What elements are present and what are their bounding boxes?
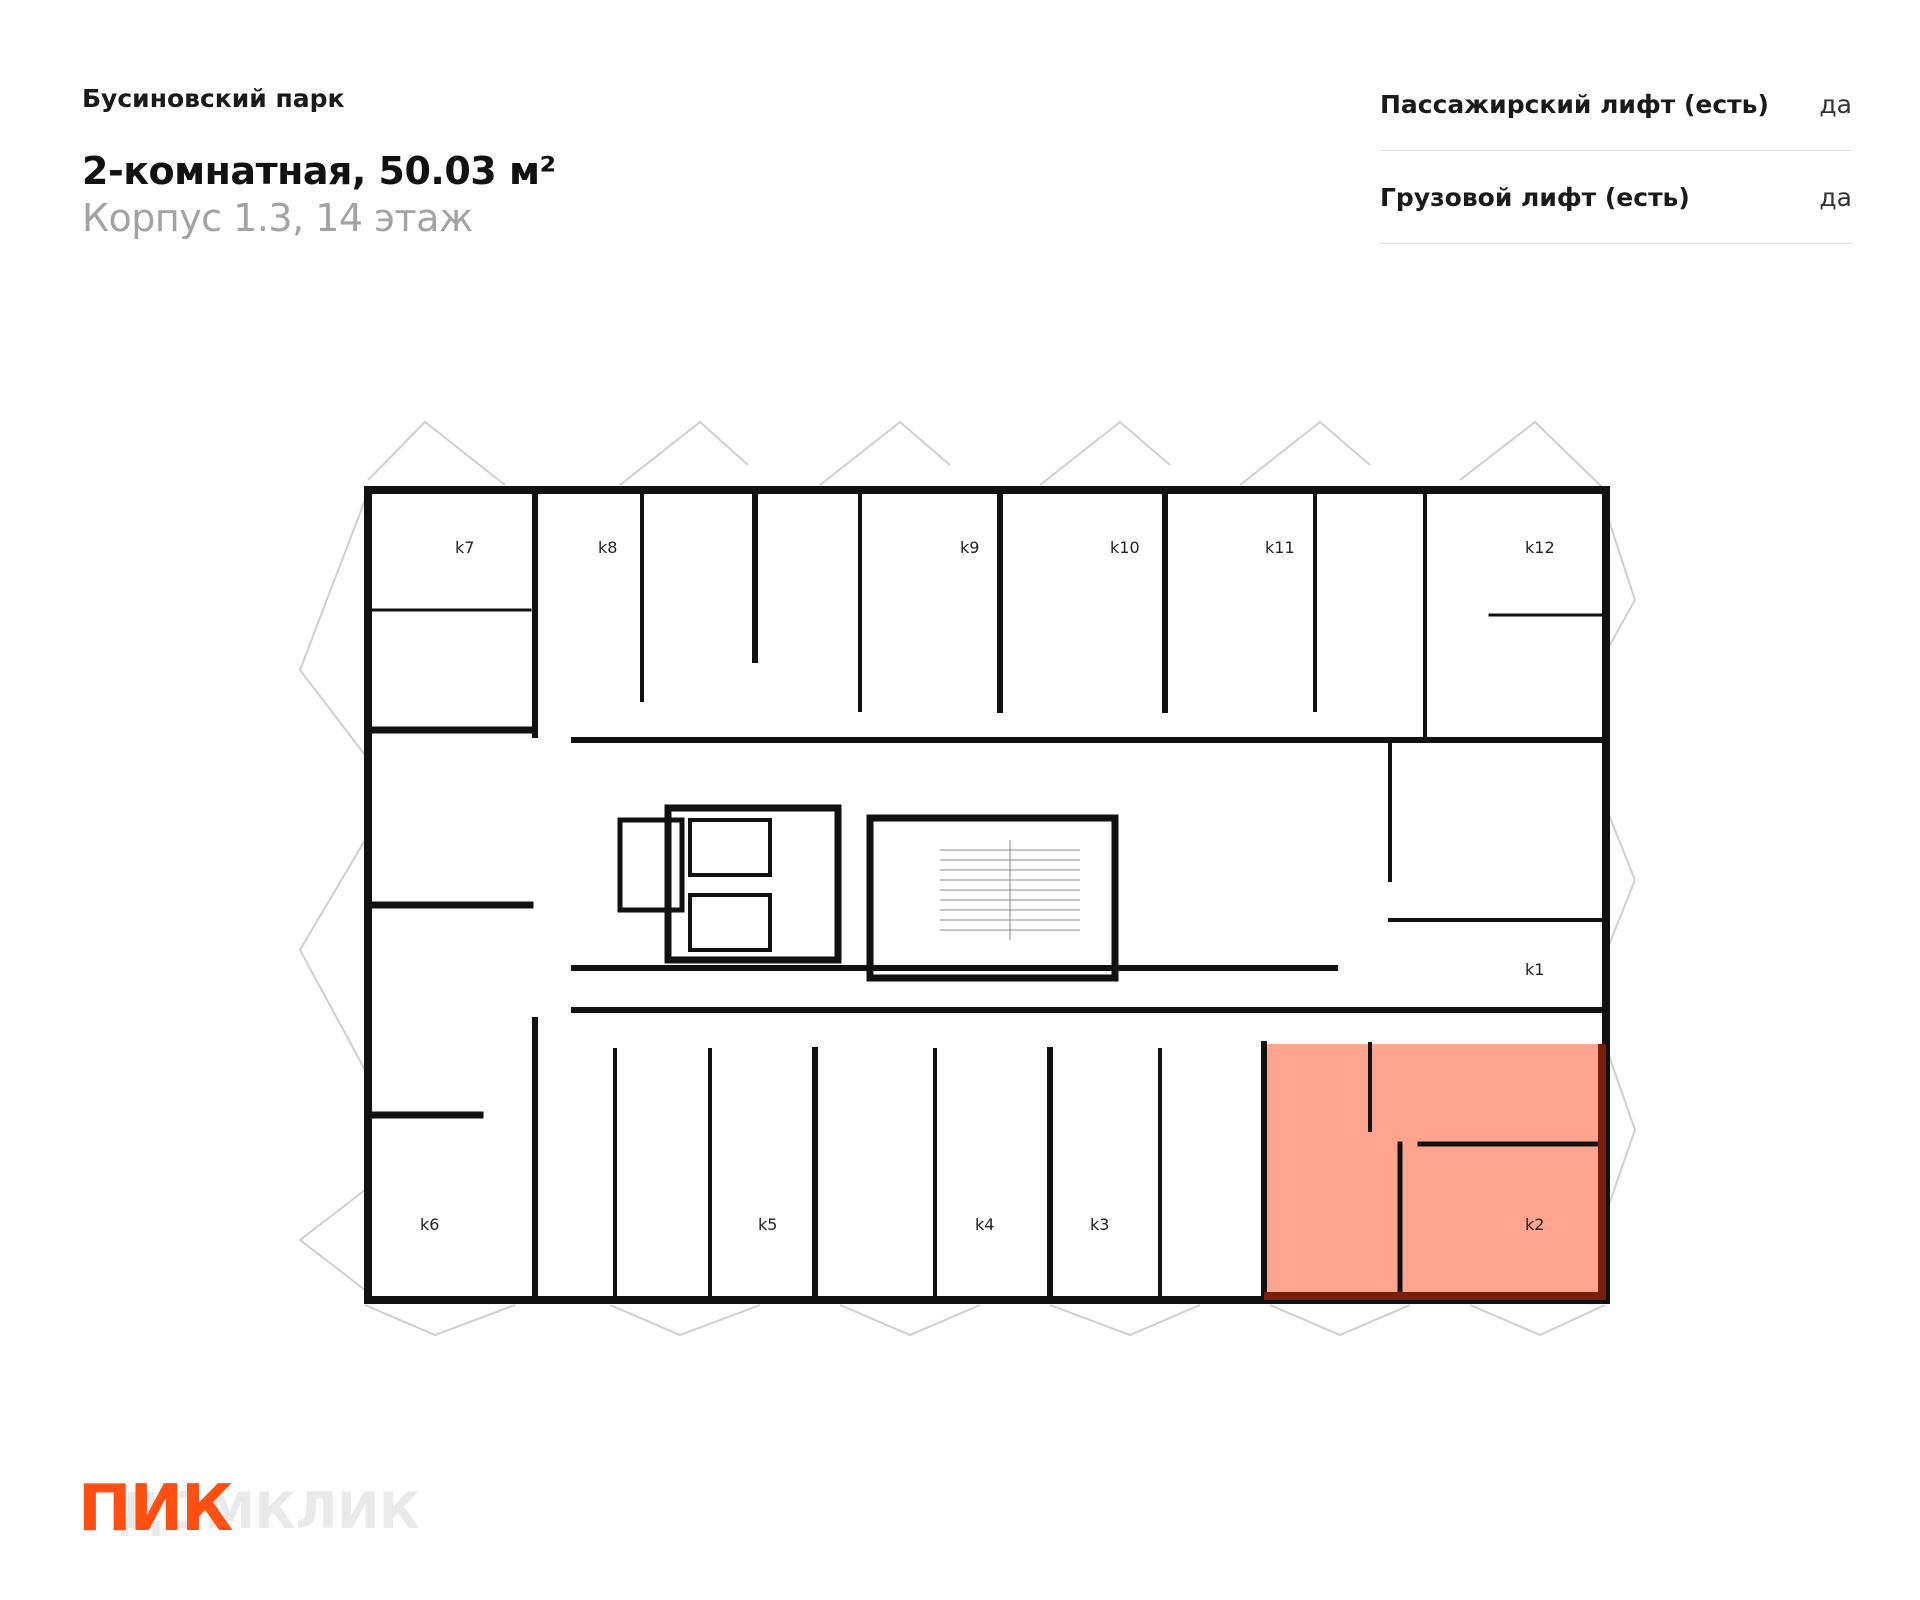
room-label-k12: k12	[1525, 538, 1555, 557]
floor-plan: k7 k8 k9 k10 k11 k12 k1 k2 k3 k4 k5 k6	[298, 420, 1637, 1337]
feature-row-passenger-lift: Пассажирский лифт (есть) да	[1380, 58, 1852, 151]
feature-value: да	[1819, 89, 1852, 119]
header: Бусиновский парк 2-комнатная, 50.03 м² К…	[82, 84, 556, 243]
project-name: Бусиновский парк	[82, 84, 345, 113]
facade-outline	[298, 420, 1637, 1337]
room-label-k4: k4	[975, 1215, 994, 1234]
feature-label: Пассажирский лифт (есть)	[1380, 89, 1769, 119]
walls	[364, 486, 1610, 1304]
apartment-title: 2-комнатная, 50.03 м²	[82, 149, 556, 193]
logo-text: ПИК	[78, 1472, 233, 1540]
room-label-k8: k8	[598, 538, 617, 557]
feature-row-freight-lift: Грузовой лифт (есть) да	[1380, 151, 1852, 244]
room-label-k5: k5	[758, 1215, 777, 1234]
room-label-k6: k6	[420, 1215, 439, 1234]
room-label-k3: k3	[1090, 1215, 1109, 1234]
selected-apartment	[1264, 1044, 1607, 1300]
room-label-k11: k11	[1265, 538, 1295, 557]
features-list: Пассажирский лифт (есть) да Грузовой лиф…	[1380, 58, 1852, 244]
feature-value: да	[1819, 182, 1852, 212]
room-label-k2: k2	[1525, 1215, 1544, 1234]
room-label-k1: k1	[1525, 960, 1544, 979]
pik-logo: ДОМКЛИК ПИК	[78, 1472, 420, 1540]
apartment-location: Корпус 1.3, 14 этаж	[82, 196, 473, 240]
room-label-k7: k7	[455, 538, 474, 557]
room-label-k10: k10	[1110, 538, 1140, 557]
stair	[940, 840, 1080, 940]
logo-watermark: ДОМКЛИК	[118, 1482, 420, 1540]
room-label-k9: k9	[960, 538, 979, 557]
selected-apartment-walls	[1264, 1044, 1606, 1300]
feature-label: Грузовой лифт (есть)	[1380, 182, 1690, 212]
